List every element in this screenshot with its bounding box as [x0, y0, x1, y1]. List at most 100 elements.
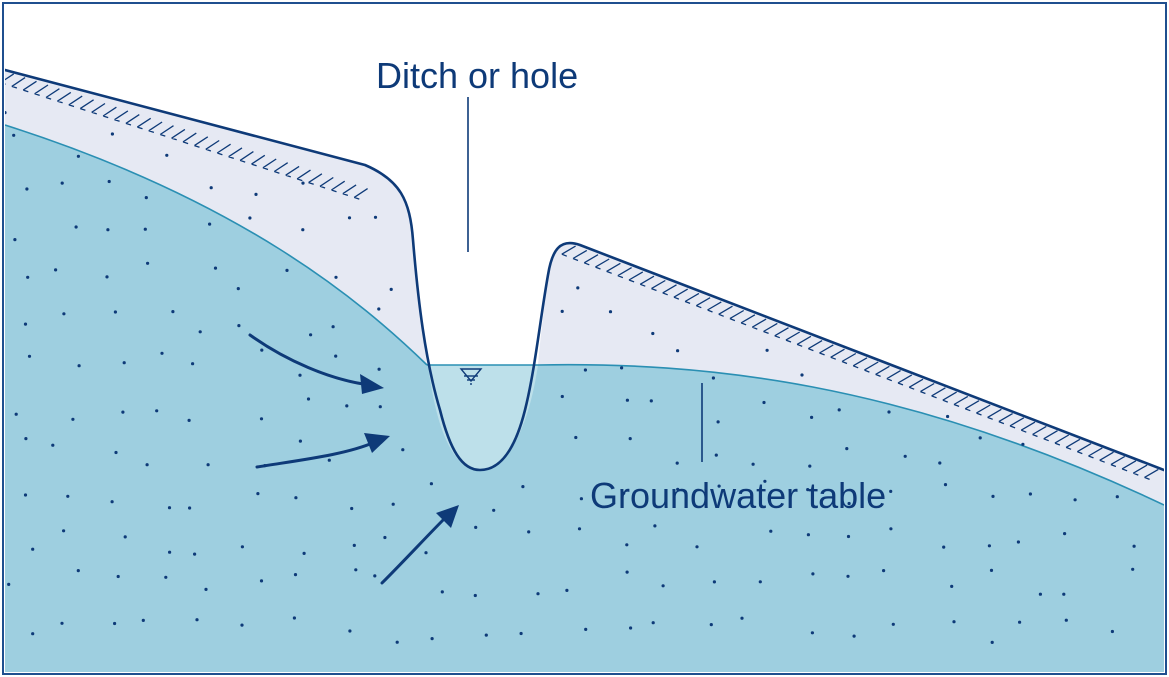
soil-dot [123, 535, 127, 539]
soil-dot [31, 632, 35, 636]
soil-dot [71, 417, 75, 421]
flow-arrow-middle-head [364, 433, 390, 453]
soil-dot [352, 543, 356, 548]
soil-dot [51, 443, 55, 447]
soil-dot [579, 497, 584, 501]
saturated-zone [5, 125, 1164, 672]
soil-dot [889, 527, 893, 531]
soil-dot [808, 464, 812, 468]
soil-dot [763, 479, 767, 483]
soil-dot [401, 448, 405, 452]
soil-dot [811, 572, 815, 576]
soil-dot [377, 367, 381, 371]
soil-dot [373, 215, 378, 219]
soil-dot [891, 622, 895, 626]
soil-dot [301, 228, 305, 232]
soil-dot [845, 447, 849, 451]
soil-dot [378, 405, 382, 409]
groundwater-table-left [5, 124, 428, 366]
soil-dot [293, 573, 298, 577]
soil-dot [13, 238, 17, 242]
soil-dot [1064, 618, 1068, 622]
soil-dot [649, 399, 653, 403]
soil-dot [193, 552, 197, 556]
soil-dot [7, 582, 11, 587]
water-level-icon [459, 368, 483, 385]
soil-dot [1115, 495, 1119, 499]
soil-dot [348, 629, 352, 633]
soil-dot [1131, 567, 1135, 571]
soil-dot [23, 322, 28, 326]
soil-dot [521, 485, 525, 489]
soil-dot [188, 506, 192, 510]
ground-surface-hatch-left [5, 73, 368, 200]
flow-arrow-upper-head [360, 374, 384, 394]
soil-dot [345, 404, 349, 408]
soil-dot [31, 547, 35, 551]
soil-dot [204, 587, 208, 592]
soil-dot [171, 310, 175, 314]
soil-dot [938, 461, 942, 465]
soil-dot [942, 545, 946, 549]
soil-dot [846, 574, 850, 578]
soil-dot [625, 398, 630, 402]
soil-dot [187, 418, 191, 422]
groundwater-table-right [427, 363, 1164, 506]
soil-dot [1073, 498, 1077, 502]
soil-dot [583, 368, 588, 372]
soil-dot [110, 132, 114, 136]
soil-dot [106, 228, 110, 232]
soil-dot [847, 501, 851, 506]
soil-dot [536, 592, 540, 596]
soil-dot [989, 568, 994, 573]
soil-dot [474, 525, 478, 530]
soil-dot [527, 530, 531, 534]
soil-dot [354, 568, 358, 572]
soil-dot [484, 633, 488, 637]
soil-dot [676, 349, 680, 353]
soil-dot [584, 627, 588, 632]
soil-dot [302, 551, 306, 556]
soil-dot [622, 491, 626, 495]
soil-dot [424, 551, 428, 555]
soil-dot [331, 325, 335, 329]
soil-dot [240, 545, 244, 549]
soil-dot [714, 453, 718, 457]
soil-dot [334, 275, 338, 279]
soil-dot [852, 634, 856, 638]
soil-dot [751, 462, 755, 466]
soil-dot [27, 354, 32, 358]
soil-dot [711, 376, 716, 380]
soil-dot [155, 409, 159, 413]
soil-dot [240, 623, 244, 627]
soil-dot [160, 351, 164, 355]
soil-dot [301, 181, 305, 185]
soil-dot [765, 348, 769, 352]
soil-dot [628, 437, 632, 441]
flow-arrow-middle [255, 440, 377, 469]
soil-dot [740, 616, 744, 620]
soil-dot [248, 216, 252, 220]
soil-dot [800, 373, 804, 377]
soil-dot [716, 420, 720, 424]
soil-dot [391, 502, 395, 506]
soil-dot [846, 534, 851, 539]
soil-dot [350, 506, 354, 511]
soil-dot [105, 275, 109, 279]
soil-dot [903, 454, 907, 458]
soil-dot [625, 570, 629, 574]
soil-dot [237, 324, 241, 328]
soil-dot [946, 414, 950, 419]
soil-dot [806, 488, 810, 492]
soil-dot [430, 637, 434, 641]
soil-dot [709, 623, 713, 627]
soil-dot [882, 569, 886, 573]
soil-dot [695, 545, 699, 549]
soil-dot [208, 222, 212, 226]
soil-dot [383, 535, 387, 540]
soil-dot [625, 543, 629, 547]
soil-dot [306, 397, 311, 401]
soil-dot [195, 618, 199, 622]
soil-dot [347, 216, 352, 220]
